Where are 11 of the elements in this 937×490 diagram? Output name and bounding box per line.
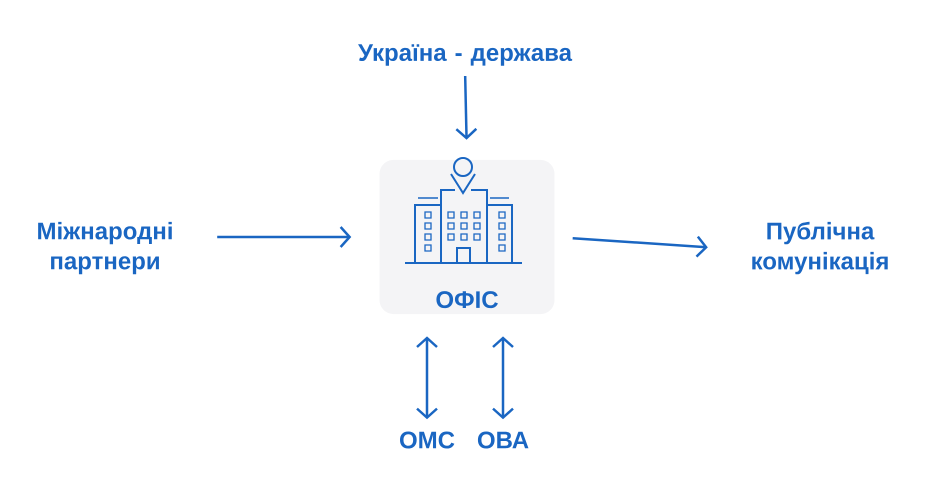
node-label: ОМС: [400, 432, 454, 448]
arrow: [416, 336, 438, 420]
node-label: Публічна комунікація: [752, 222, 888, 274]
node-label: Україна - держава: [358, 44, 572, 66]
arrow: [217, 226, 352, 248]
arrow: [492, 336, 514, 420]
node-label: ОВА: [478, 432, 528, 448]
arrow: [572, 236, 708, 258]
office-card: ОФІС: [380, 160, 554, 314]
arrow: [456, 76, 478, 140]
node-label: Міжнародні партнери: [38, 222, 172, 274]
